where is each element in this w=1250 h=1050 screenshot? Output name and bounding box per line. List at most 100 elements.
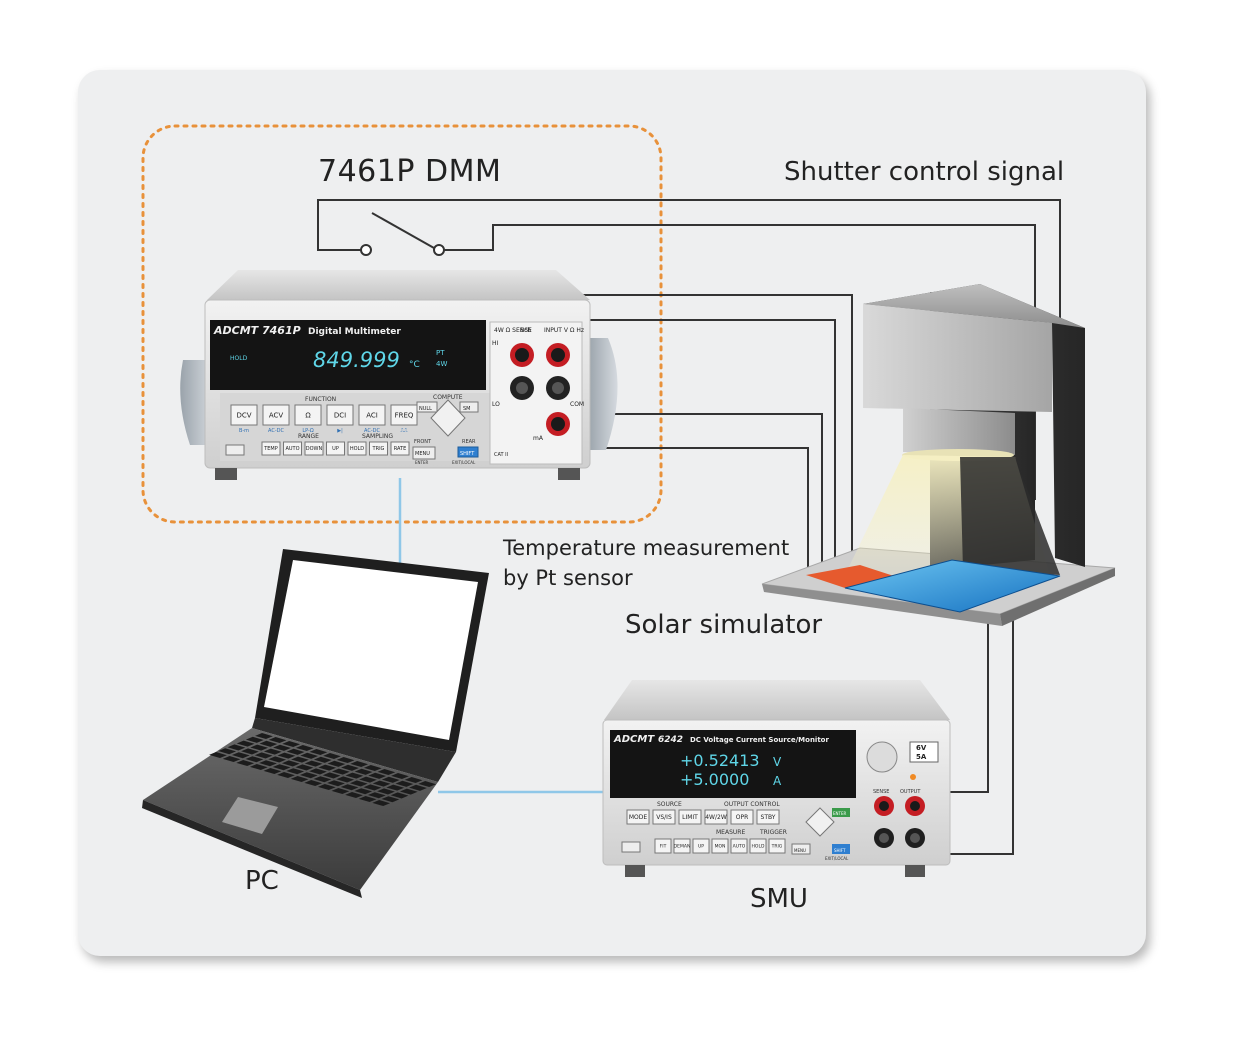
dmm-nav-pad[interactable] (430, 399, 466, 437)
smu-bottom-key[interactable] (673, 838, 691, 854)
smu-rating-current: 5A (916, 753, 927, 761)
laptop-key (354, 768, 373, 775)
laptop-key (345, 772, 364, 779)
laptop-key (323, 753, 341, 760)
smu-source-key[interactable] (756, 809, 780, 825)
smu-voltage-reading: +0.52413 (680, 751, 760, 770)
smu-source-key[interactable] (704, 809, 728, 825)
dmm-pt-annunciator: PT (436, 349, 445, 357)
smu-bottom-key-label: MON (715, 844, 726, 850)
dmm-bottom-key[interactable] (347, 441, 367, 456)
dmm-input-label: INPUT V Ω Hz (544, 327, 584, 334)
temperature-measurement-label: Temperature measurement by Pt sensor (503, 533, 789, 593)
laptop-key (300, 752, 319, 759)
smu-rotary-knob[interactable] (866, 741, 898, 773)
dmm-function-key[interactable] (358, 404, 386, 426)
dmm-function-header: FUNCTION (305, 396, 336, 403)
dmm-bottom-key[interactable] (304, 441, 324, 456)
dmm-function-key-label: Ω (305, 411, 311, 419)
smu-enter-button[interactable] (832, 808, 850, 817)
smu-power-button[interactable] (621, 841, 641, 853)
dmm-function-key[interactable] (230, 404, 258, 426)
dmm-bottom-key[interactable] (369, 441, 388, 456)
smu-bottom-key[interactable] (711, 838, 729, 854)
laptop-key (395, 780, 414, 787)
smu-output-label: OUTPUT (900, 789, 921, 795)
dmm-bottom-key-label: TRIG (372, 446, 385, 452)
pc-label: PC (245, 866, 279, 896)
smu-bottom-key[interactable] (768, 838, 786, 854)
laptop-key (249, 764, 268, 771)
smu-source-key-label: 4W/2W (705, 814, 727, 821)
dmm-cat-label: CAT II (494, 452, 508, 458)
laptop-key (272, 764, 291, 771)
dmm-function-key[interactable] (294, 404, 322, 426)
dmm-function-sublabel: ⎍⎍ (400, 428, 408, 434)
smu-source-header: SOURCE (657, 801, 682, 808)
smu-source-key-label: VS/IS (656, 814, 672, 821)
laptop-key (345, 792, 363, 799)
laptop-key (277, 752, 296, 759)
smu-label: SMU (750, 884, 808, 914)
laptop-key (236, 740, 255, 747)
smu-nav-pad[interactable] (805, 807, 835, 837)
dmm-exit-local-label: EXIT/LOCAL (452, 460, 476, 465)
dmm-shift-label: SHIFT (460, 451, 475, 457)
solar-simulator-label: Solar simulator (625, 610, 823, 640)
smu-source-key[interactable] (730, 809, 754, 825)
laptop-key (281, 760, 300, 767)
laptop-key (295, 764, 314, 771)
laptop-key (268, 756, 287, 763)
smu-bottom-key[interactable] (749, 838, 767, 854)
smu-source-key[interactable] (626, 809, 650, 825)
dmm-function-key[interactable] (262, 404, 290, 426)
smu-current-reading: +5.0000 (680, 770, 749, 789)
dmm-bottom-key[interactable] (326, 441, 345, 456)
dmm-4w-annunciator: 4W (436, 360, 447, 368)
laptop-key (386, 784, 405, 791)
smu-enter-label: ENTER (833, 811, 846, 816)
dmm-bottom-key-label: TEMP (263, 446, 278, 452)
dmm-shift-button[interactable] (457, 446, 479, 458)
dmm-bottom-key[interactable] (283, 441, 302, 456)
laptop-key (318, 764, 337, 771)
laptop-key (263, 768, 282, 775)
smu-source-key-label: LIMIT (682, 814, 698, 821)
laptop-key (368, 772, 387, 779)
laptop-key (404, 777, 423, 784)
smu-source-key-label: OPR (736, 814, 749, 821)
laptop-key (327, 780, 345, 787)
communication-cables (398, 478, 605, 794)
dmm-function-key[interactable] (390, 404, 418, 426)
laptop-key (250, 744, 269, 751)
laptop-key (259, 760, 277, 767)
dmm-instrument: ADCMT 7461P Digital Multimeter HOLD 849.… (180, 270, 618, 480)
laptop-key (363, 765, 382, 772)
dmm-bottom-key[interactable] (390, 441, 410, 456)
dmm-sm-button[interactable] (459, 401, 479, 413)
smu-shift-label: SHIFT (834, 848, 846, 853)
laptop-key (322, 772, 341, 779)
smu-bottom-key[interactable] (654, 838, 672, 854)
smu-bottom-key[interactable] (692, 838, 710, 854)
dmm-null-button[interactable] (416, 401, 438, 413)
laptop-key (222, 756, 241, 763)
dmm-function-key[interactable] (326, 404, 354, 426)
laptop-key (313, 756, 332, 763)
smu-rating-voltage: 6V (916, 744, 927, 752)
laptop-key (309, 749, 328, 756)
smu-bottom-key[interactable] (730, 838, 748, 854)
laptop-key (377, 788, 395, 795)
dmm-menu-button[interactable] (412, 446, 436, 460)
smu-source-key[interactable] (652, 809, 676, 825)
dmm-unit: °C (409, 360, 420, 370)
dmm-power-button[interactable] (225, 444, 245, 456)
smu-menu-button[interactable] (791, 843, 811, 855)
laptop-keyboard (209, 733, 437, 807)
smu-source-key[interactable] (678, 809, 702, 825)
dmm-bottom-key[interactable] (261, 441, 281, 456)
smu-shift-button[interactable] (832, 844, 850, 854)
laptop-key (295, 745, 314, 752)
